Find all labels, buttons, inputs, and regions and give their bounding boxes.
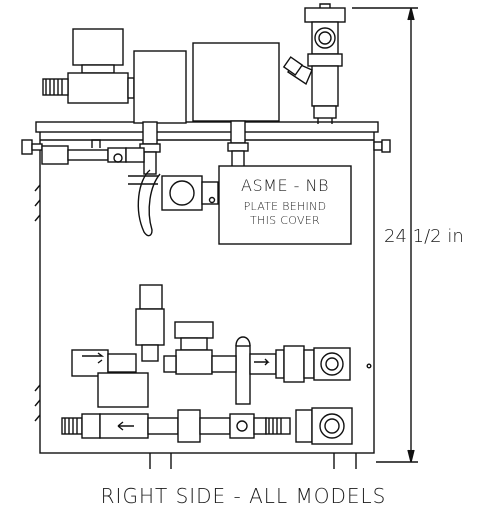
gas-pipe-left [128, 121, 161, 237]
height-dimension-label: 24 1/2 in [384, 226, 464, 247]
motorized-valve-top [42, 28, 135, 104]
plate-line-2: THIS COVER [250, 214, 320, 227]
upper-gas-train [41, 139, 219, 211]
left-handle [21, 139, 43, 155]
plate-title: ASME - NB [241, 176, 329, 195]
plate-line-1: PLATE BEHIND [243, 200, 327, 213]
right-handle [373, 139, 391, 153]
circulator-box [97, 372, 149, 408]
safety-relief-valve [282, 3, 346, 124]
drawing-caption: RIGHT SIDE - ALL MODELS [100, 484, 387, 508]
middle-water-line [71, 345, 351, 383]
lower-gas-valve [135, 284, 251, 405]
height-dimension-line [352, 7, 418, 463]
control-box-left [133, 50, 187, 124]
asme-plate [218, 165, 352, 245]
control-box-right [192, 42, 280, 122]
bottom-water-line [61, 407, 353, 445]
